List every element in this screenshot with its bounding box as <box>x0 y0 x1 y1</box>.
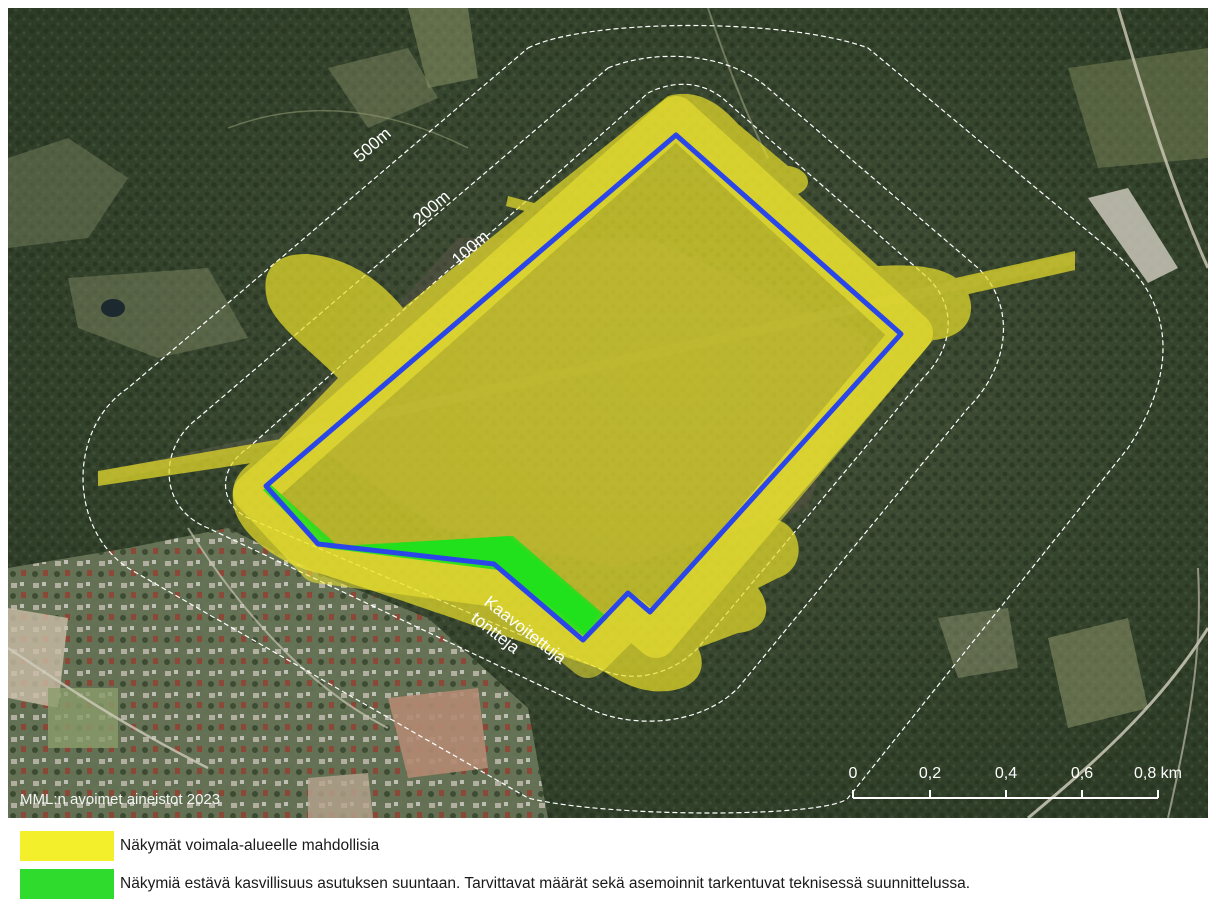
scale-label-0-4: 0,4 <box>995 765 1017 782</box>
plan-area-boundary <box>263 132 904 643</box>
buffer-500m <box>82 24 1164 814</box>
legend-item-visibility: Näkymät voimala-alueelle mahdollisia <box>20 831 379 861</box>
legend-item-vegetation: Näkymiä estävä kasvillisuus asutuksen su… <box>20 869 970 899</box>
legend-swatch-green <box>20 869 114 899</box>
scale-label-0-8-km: 0,8 km <box>1134 765 1182 782</box>
map-view[interactable]: 500m 200m 100m Kaavoitettuja tontteja MM… <box>8 8 1208 818</box>
legend-label-vegetation: Näkymiä estävä kasvillisuus asutuksen su… <box>120 875 971 892</box>
buffer-200m <box>168 55 1005 722</box>
attribution: MML:n avoimet aineistot 2023 <box>20 791 220 808</box>
scale-bar: 0 0,2 0,4 0,6 0,8 km <box>849 765 1182 799</box>
scale-label-0: 0 <box>849 765 858 782</box>
scale-label-0-6: 0,6 <box>1071 765 1093 782</box>
scale-label-0-2: 0,2 <box>919 765 941 782</box>
legend-label-visibility: Näkymät voimala-alueelle mahdollisia <box>120 837 380 854</box>
legend-swatch-yellow <box>20 831 114 861</box>
vegetation-screen-2 <box>326 536 598 638</box>
visibility-band <box>233 96 933 678</box>
